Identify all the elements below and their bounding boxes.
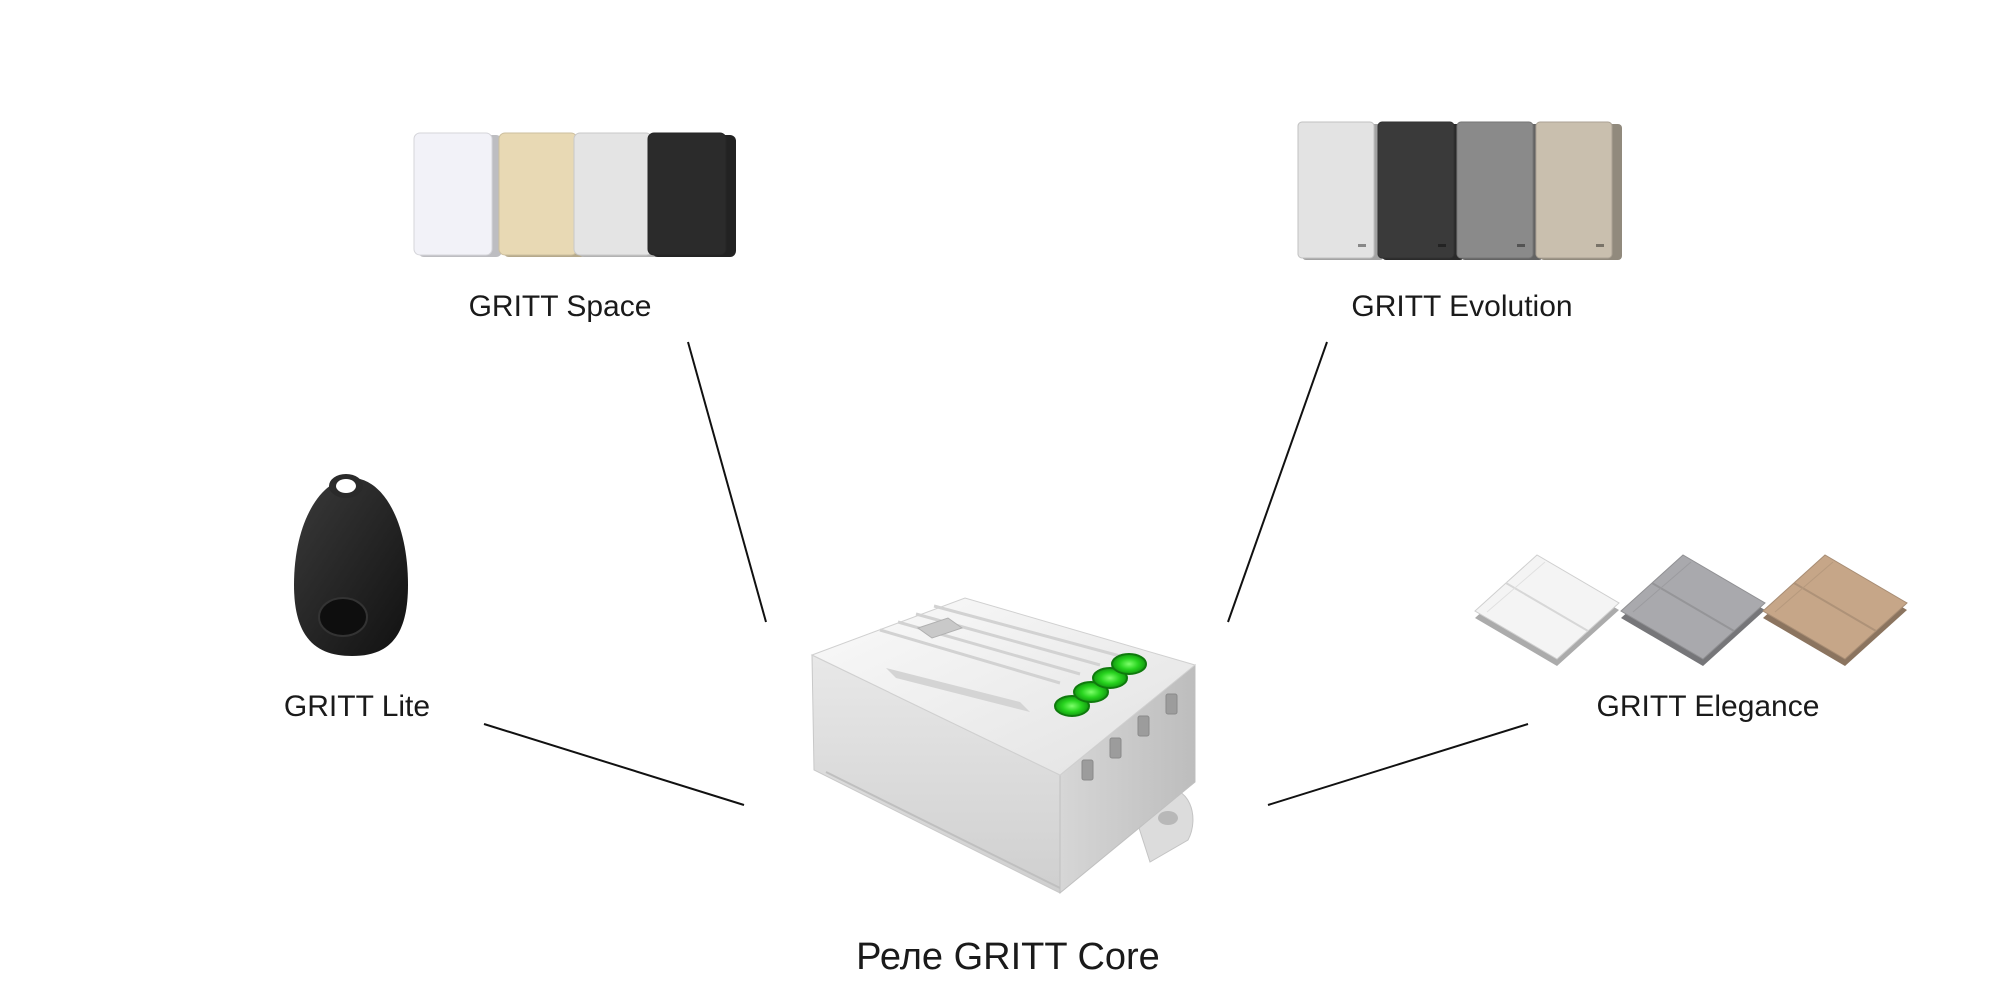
elegance-panel-2 [1620, 554, 1766, 666]
line-lite-to-core [483, 723, 745, 806]
led-4 [1111, 653, 1147, 675]
label-gritt-lite: GRITT Lite [283, 690, 431, 723]
elegance-panel-1 [1474, 554, 1620, 666]
label-gritt-elegance: GRITT Elegance [1596, 690, 1820, 723]
connection-lines [483, 341, 1529, 806]
evolution-panel-4 [1535, 121, 1622, 260]
gritt-space-image [413, 132, 736, 257]
relay-leds [1054, 653, 1147, 717]
evolution-panel-2 [1377, 121, 1464, 260]
fob-button [318, 597, 368, 637]
led-2 [1073, 681, 1109, 703]
gritt-lite-image [294, 474, 408, 656]
label-gritt-core: Реле GRITT Core [856, 936, 1160, 978]
space-panel-4 [647, 132, 736, 257]
line-evolution-to-core [1227, 341, 1328, 623]
line-elegance-to-core [1267, 723, 1529, 806]
elegance-panel-3 [1762, 554, 1908, 666]
evolution-panel-3 [1456, 121, 1543, 260]
gritt-core-relay-image [810, 597, 1197, 895]
gritt-evolution-image [1297, 121, 1622, 260]
led-1 [1054, 695, 1090, 717]
line-space-to-core [687, 341, 767, 623]
space-panel-2 [498, 132, 587, 257]
evolution-panel-1 [1297, 121, 1384, 260]
space-panel-1 [413, 132, 502, 257]
label-gritt-evolution: GRITT Evolution [1351, 290, 1573, 323]
led-3 [1092, 667, 1128, 689]
label-gritt-space: GRITT Space [468, 290, 652, 323]
gritt-elegance-image [1474, 554, 1908, 666]
space-panel-3 [573, 132, 662, 257]
